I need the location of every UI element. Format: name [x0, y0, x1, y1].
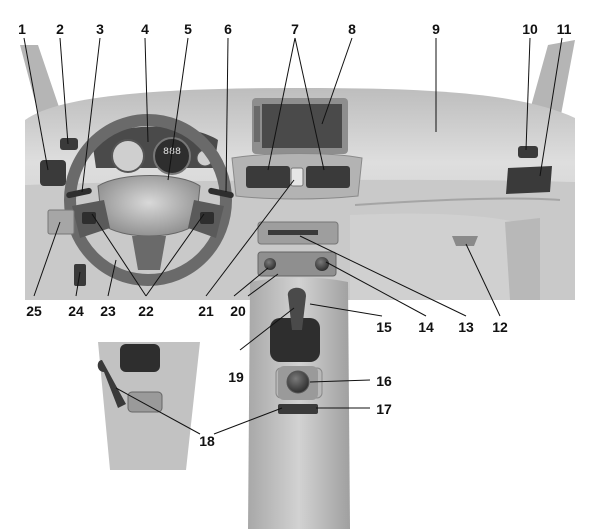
steering-wheel-hub — [97, 175, 201, 237]
callout-12: 12 — [492, 319, 508, 335]
callout-7: 7 — [291, 21, 299, 37]
leader-16 — [309, 379, 371, 383]
right-knee-panel — [505, 218, 540, 300]
speedometer-dial — [153, 137, 191, 175]
centre-vent-left — [246, 166, 290, 188]
leader-5 — [167, 37, 189, 181]
leader-22a — [91, 213, 147, 297]
callout-10: 10 — [522, 21, 538, 37]
callout-21: 21 — [198, 303, 214, 319]
right-upper-vent — [518, 146, 538, 158]
leader-18b — [213, 407, 283, 435]
leader-22b — [145, 213, 205, 297]
leader-15 — [309, 303, 383, 317]
leader-2 — [59, 37, 69, 145]
hazard-switch — [290, 167, 304, 187]
leader-8 — [321, 37, 353, 125]
leader-19 — [239, 307, 295, 351]
multimedia-controller — [286, 370, 310, 394]
climate-knob-right — [315, 257, 329, 271]
leader-14 — [325, 261, 427, 317]
callout-2: 2 — [56, 21, 64, 37]
callout-23: 23 — [100, 303, 116, 319]
centre-vent-right — [306, 166, 350, 188]
leader-24 — [75, 271, 81, 297]
right-a-pillar — [530, 40, 575, 120]
steering-wheel-rim — [64, 114, 232, 286]
left-stalk — [66, 187, 92, 199]
console-buttons — [278, 404, 318, 414]
callout-4: 4 — [141, 21, 149, 37]
climate-knob-left — [264, 258, 276, 270]
leader-23 — [107, 259, 117, 297]
left-lower-switch-panel — [47, 209, 75, 235]
right-side-vent — [506, 166, 552, 194]
callout-labels: 1 2 3 4 5 6 7 8 9 10 11 12 13 14 15 16 1… — [18, 21, 572, 449]
callout-1: 1 — [18, 21, 26, 37]
gear-lever — [287, 287, 306, 330]
callout-16: 16 — [376, 373, 392, 389]
glovebox-crease — [354, 197, 561, 206]
leader-1 — [23, 37, 49, 171]
callout-24: 24 — [68, 303, 84, 319]
leader-11 — [539, 37, 563, 177]
callout-14: 14 — [418, 319, 434, 335]
steering-spoke-bottom — [132, 236, 166, 270]
tachometer-dial — [111, 139, 145, 173]
callout-13: 13 — [458, 319, 474, 335]
inset-gear-boot — [120, 344, 160, 372]
callout-11: 11 — [557, 21, 572, 37]
callout-15: 15 — [376, 319, 392, 335]
right-stalk — [208, 187, 234, 199]
callout-20: 20 — [230, 303, 246, 319]
audio-slot — [268, 230, 318, 235]
leader-20a — [233, 267, 269, 297]
leader-7a — [267, 37, 296, 171]
callout-9: 9 — [432, 21, 440, 37]
leader-lines — [23, 37, 563, 435]
wheel-controls-right — [200, 212, 214, 224]
callout-17: 17 — [376, 401, 392, 417]
leader-21 — [205, 179, 295, 297]
dashboard-illustration: 888 — [20, 40, 575, 529]
leader-4 — [144, 37, 149, 143]
leader-7b — [294, 37, 325, 171]
callout-25: 25 — [26, 303, 42, 319]
left-a-pillar — [20, 45, 60, 120]
callout-22: 22 — [138, 303, 154, 319]
callout-19: 19 — [228, 369, 244, 385]
glovebox-handle — [452, 236, 478, 246]
wheel-controls-left — [82, 212, 96, 224]
leader-6 — [225, 37, 229, 193]
leader-10 — [525, 37, 531, 151]
leader-20b — [247, 273, 279, 297]
left-side-vent — [40, 160, 66, 186]
leader-18 — [115, 387, 201, 435]
callout-6: 6 — [224, 21, 232, 37]
centre-display-screen — [262, 104, 342, 148]
callout-8: 8 — [348, 21, 356, 37]
gear-boot — [270, 318, 320, 362]
inset-console-controller — [127, 391, 163, 413]
leader-25 — [33, 221, 61, 297]
callout-18: 18 — [199, 433, 215, 449]
right-lower-trim — [350, 213, 515, 300]
leader-12 — [465, 243, 501, 317]
climate-panel — [257, 251, 337, 277]
inset-handbrake-lever — [97, 360, 126, 408]
leader-13 — [299, 235, 467, 317]
left-upper-vent — [60, 138, 78, 150]
display-side-buttons — [254, 106, 260, 142]
callout-5: 5 — [184, 21, 192, 37]
callout-3: 3 — [96, 21, 104, 37]
leader-3 — [81, 37, 101, 193]
